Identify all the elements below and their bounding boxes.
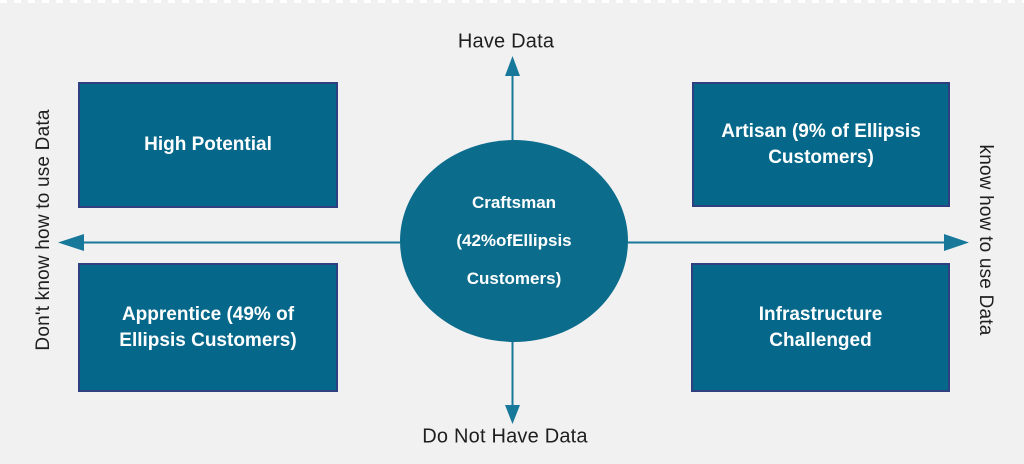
axis-label-have-data: Have Data [457,30,555,53]
quadrant-label: High Potential [144,134,272,156]
quadrant-box-artisan: Artisan (9% of Ellipsis Customers) [692,82,950,207]
arrowhead-right-icon [944,234,969,251]
selection-dashed-border [0,0,1024,3]
quadrant-label: Apprentice (49% of Ellipsis Customers) [119,304,297,351]
axis-label-do-not-have-data: Do Not Have Data [422,425,588,448]
quadrant-label: Artisan (9% of Ellipsis Customers) [721,121,921,168]
axis-label-dont-know-how-to-use-data: Don't know how to use Data [33,109,54,351]
center-circle-line: (42%ofEllipsis [456,231,572,250]
arrowhead-up-icon [505,56,520,76]
arrowhead-down-icon [505,405,520,424]
quadrant-box-apprentice: Apprentice (49% of Ellipsis Customers) [78,263,338,392]
arrowhead-left-icon [58,234,84,251]
quadrant-box-high-potential: High Potential [78,82,338,208]
quadrant-label: Infrastructure Challenged [758,304,883,351]
center-circle-craftsman: Craftsman (42%ofEllipsis Customers) [400,140,628,342]
quadrant-box-infrastructure-challenged: Infrastructure Challenged [691,263,950,392]
center-circle-line: Craftsman [471,193,557,212]
center-circle-line: Customers) [466,269,562,288]
axis-label-know-how-to-use-data: know how to use Data [975,144,996,336]
